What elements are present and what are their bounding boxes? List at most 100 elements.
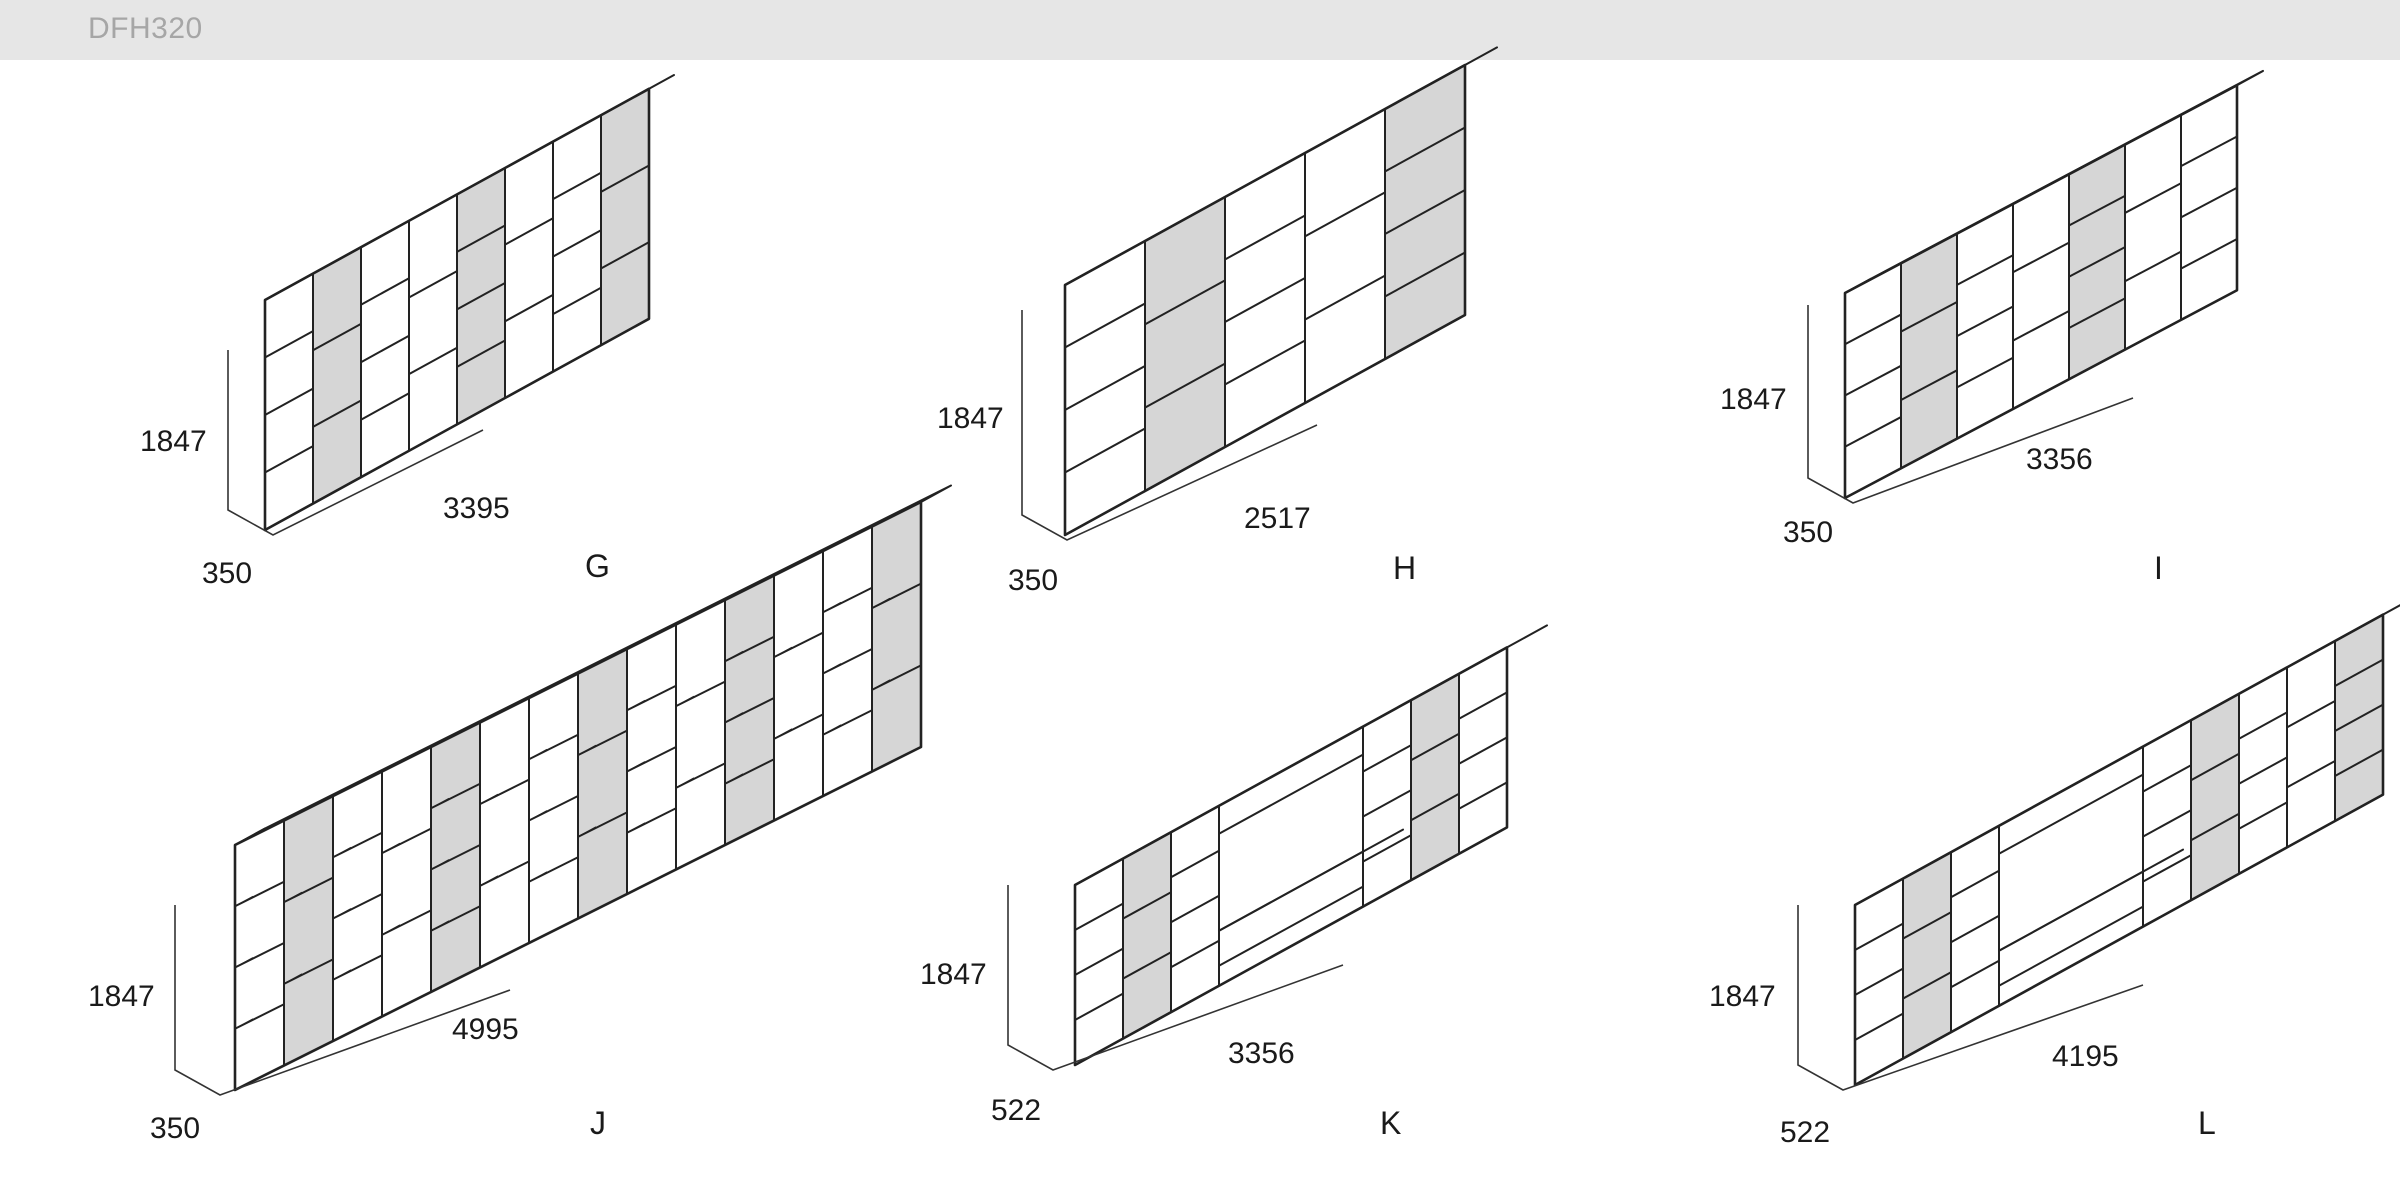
depth-dimension: 350: [1008, 564, 1059, 597]
shelf-depth-line: [1064, 336, 1085, 349]
shelf-depth-line: [312, 341, 329, 351]
shelf-depth-line: [1458, 705, 1484, 720]
shelf-depth-line: [626, 699, 646, 711]
shelf-depth-line: [1410, 746, 1436, 761]
shelf-depth-line: [1956, 327, 1973, 337]
shelf-depth-line: [1844, 335, 1861, 345]
tv-unit-drawer: [1998, 870, 2144, 987]
dimension-line: [227, 350, 484, 536]
shelf-depth-line: [1854, 936, 1880, 951]
dimension-line: [1807, 305, 2134, 504]
shelf-depth-line: [1064, 398, 1085, 411]
bookcase-outline: [1063, 46, 1498, 537]
shelf-depth-line: [1950, 928, 1976, 943]
cell-back: [1900, 232, 1958, 470]
bridge-panel: [1998, 745, 2144, 855]
shelf-depth-line: [264, 348, 281, 359]
shelf-depth-line: [456, 300, 473, 310]
shelf-depth-line: [1362, 847, 1388, 863]
shelf-depth-line: [600, 183, 617, 193]
shelf-depth-line: [2124, 203, 2141, 214]
cell-back: [504, 140, 554, 399]
configuration-letter: H: [1393, 550, 1417, 586]
bookcase-drawing: [1021, 46, 1498, 541]
shelf-depth-line: [1900, 390, 1917, 401]
bookcase-outline: [263, 74, 675, 532]
shelf-depth-line: [1362, 802, 1388, 818]
bookcase-drawing: [1007, 624, 1548, 1071]
product-code: DFH320: [88, 12, 203, 45]
bookcase-drawing: [174, 484, 952, 1096]
shelf-depth-line: [1224, 248, 1245, 261]
bookcase-drawing: [1807, 69, 2264, 504]
width-dimension: 2517: [1244, 502, 1311, 535]
dimension-line: [1007, 885, 1344, 1071]
bridge-panel: [1218, 725, 1364, 835]
shelf-depth-line: [2334, 672, 2360, 687]
shelf-depth-line: [2142, 822, 2168, 838]
shelf-depth-line: [626, 822, 646, 834]
shelf-depth-line: [264, 406, 281, 416]
bookcase-outline: [1853, 604, 2400, 1087]
shelf-depth-line: [2238, 815, 2264, 830]
cell-back: [2190, 692, 2240, 902]
dimension-line: [174, 905, 511, 1096]
cell-back: [479, 697, 530, 969]
header-bar: DFH320: [0, 0, 2400, 60]
configuration-letter: I: [2154, 550, 2163, 586]
outer-frame: [1073, 646, 1509, 1067]
shelf-depth-line: [2124, 272, 2141, 282]
shelf-depth-line: [1074, 916, 1100, 931]
shelf-depth-line: [234, 1018, 254, 1030]
shelf-depth-line: [577, 826, 597, 838]
outer-frame: [233, 500, 923, 1092]
shelf-depth-line: [1122, 964, 1148, 980]
shelf-depth-line: [504, 235, 521, 246]
depth-dimension: 350: [202, 557, 253, 590]
shelf-depth-line: [234, 957, 254, 969]
shelf-depth-line: [1224, 310, 1245, 323]
cell-back: [283, 795, 334, 1067]
shelf-depth-line: [822, 601, 842, 613]
outer-frame: [1853, 613, 2385, 1087]
configuration-i: 1847 3356 350 I: [1600, 69, 2400, 690]
tv-unit-drawer: [1218, 850, 1364, 967]
shelf-depth-line: [822, 724, 842, 736]
shelf-depth-line: [577, 744, 597, 756]
shelf-depth-line: [2012, 263, 2029, 273]
shelf-depth-line: [1956, 378, 1973, 388]
shelf-depth-line: [2190, 766, 2216, 781]
shelf-depth-line: [2068, 216, 2085, 227]
shelf-depth-line: [332, 908, 352, 920]
height-dimension: 1847: [140, 425, 207, 458]
shelf-depth-line: [1144, 396, 1165, 409]
shelf-depth-line: [2142, 777, 2168, 793]
depth-dimension: 522: [1780, 1116, 1831, 1149]
shelf-depth-line: [2142, 867, 2168, 883]
shelf-depth-line: [283, 973, 303, 985]
shelf-depth-line: [528, 871, 548, 883]
shelf-depth-line: [724, 650, 744, 662]
shelf-depth-line: [234, 895, 254, 907]
configuration-letter: L: [2198, 1105, 2216, 1141]
height-dimension: 1847: [1720, 383, 1787, 416]
shelf-depth-line: [1170, 953, 1196, 968]
width-dimension: 3356: [1228, 1037, 1295, 1070]
shelf-depth-line: [381, 842, 401, 854]
shelf-depth-line: [2190, 826, 2216, 841]
shelf-depth-line: [408, 365, 425, 375]
shelf-depth-line: [408, 288, 425, 298]
shelf-depth-line: [528, 810, 548, 822]
shelf-depth-line: [264, 463, 281, 474]
shelf-depth-line: [360, 353, 377, 363]
shelf-depth-line: [479, 875, 499, 887]
shelf-depth-line: [1362, 757, 1388, 773]
cell-back: [1144, 196, 1226, 492]
shelf-depth-line: [332, 969, 352, 981]
shelf-depth-line: [552, 190, 569, 200]
configuration-j: 1847 4995 350 J: [0, 484, 952, 1200]
cell-back: [408, 193, 458, 452]
shelf-depth-line: [2286, 713, 2312, 728]
shelf-depth-line: [1950, 883, 1976, 898]
shelf-depth-line: [332, 846, 352, 858]
